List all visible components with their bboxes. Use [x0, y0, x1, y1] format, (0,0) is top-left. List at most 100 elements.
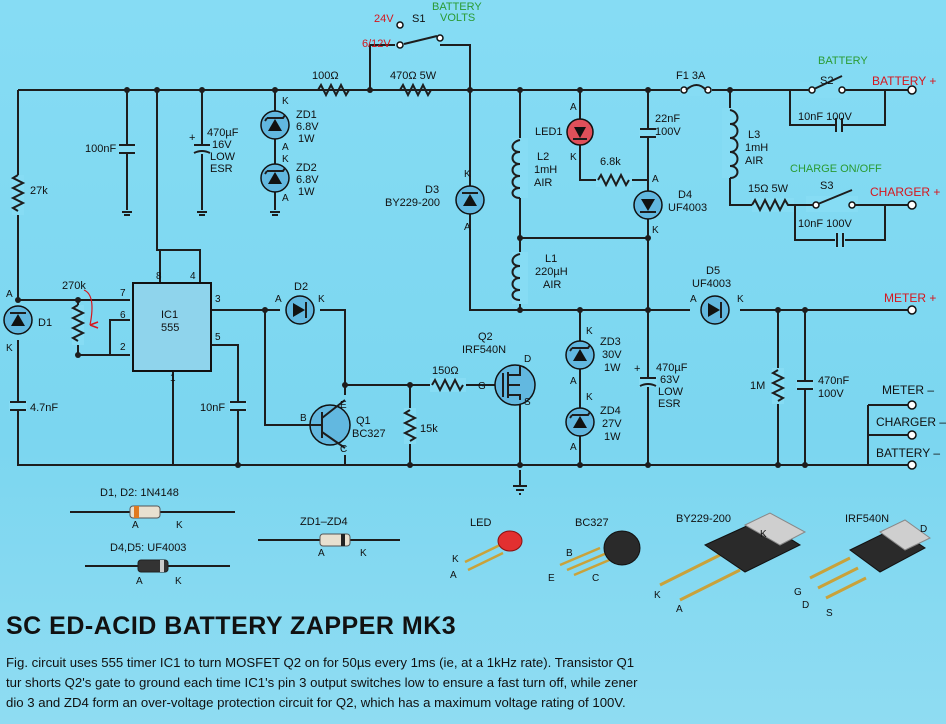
zd2-label: ZD2 — [296, 162, 317, 174]
charge-circuit: 15Ω 5W CHARGE ON/OFF S3 10nF 100V — [748, 163, 882, 248]
svg-text:K: K — [452, 554, 459, 565]
c47n-label: 4.7nF — [30, 402, 58, 414]
charge-title: CHARGE ON/OFF — [790, 163, 882, 175]
d2-label: D2 — [294, 281, 308, 293]
svg-text:K: K — [654, 590, 661, 601]
s2-title: BATTERY — [818, 55, 868, 67]
f1-label: F1 3A — [676, 70, 706, 82]
zd4-label: ZD4 — [600, 405, 621, 417]
svg-text:K: K — [586, 392, 593, 403]
c22n-label: 22nF — [655, 113, 680, 125]
c470n-voltage: 100V — [818, 388, 844, 400]
junctions — [15, 87, 808, 468]
d1-label: D1 — [38, 317, 52, 329]
inductor-l3: L3 1mH AIR — [722, 108, 768, 179]
zd3-watt: 1W — [604, 362, 621, 374]
svg-text:D: D — [802, 600, 809, 611]
svg-text:B: B — [300, 413, 307, 424]
svg-text:A: A — [282, 193, 289, 204]
caption-line-1: Fig. circuit uses 555 timer IC1 to turn … — [6, 655, 635, 670]
r15-label: 15Ω 5W — [748, 183, 789, 195]
svg-text:K: K — [360, 548, 367, 559]
svg-text:C: C — [592, 573, 599, 584]
s1-title2: VOLTS — [440, 12, 475, 24]
zd2-watt: 1W — [298, 186, 315, 198]
terminals: BATTERY + CHARGER + METER + METER – CHAR… — [870, 74, 946, 470]
svg-text:+: + — [634, 363, 640, 375]
s1-label: S1 — [412, 13, 425, 25]
q1-type: BC327 — [352, 428, 386, 440]
svg-text:K: K — [652, 225, 659, 236]
d45-label: D4,D5: UF4003 — [110, 542, 186, 554]
svg-text:B: B — [566, 548, 573, 559]
l2-label: L2 — [537, 151, 549, 163]
l3-value: 1mH — [745, 142, 768, 154]
irf540n-part-label: IRF540N — [845, 513, 889, 525]
svg-text:5: 5 — [215, 332, 221, 343]
d3-type: BY229-200 — [385, 197, 440, 209]
svg-text:A: A — [136, 576, 143, 587]
d3-label: D3 — [425, 184, 439, 196]
c470u-l2: 16V — [212, 139, 232, 151]
svg-text:7: 7 — [120, 288, 126, 299]
zd1-watt: 1W — [298, 133, 315, 145]
l2-air: AIR — [534, 177, 552, 189]
c470-63-l1: 470µF — [656, 362, 688, 374]
d4-type: UF4003 — [668, 202, 707, 214]
svg-text:A: A — [690, 294, 697, 305]
svg-text:A: A — [464, 222, 471, 233]
svg-text:A: A — [6, 289, 13, 300]
meter-minus-label: METER – — [882, 383, 934, 397]
s1-opt1-label: 24V — [374, 13, 394, 25]
svg-text:A: A — [570, 442, 577, 453]
svg-text:G: G — [478, 381, 486, 392]
zd3-label: ZD3 — [600, 336, 621, 348]
s3-label: S3 — [820, 180, 833, 192]
r100-label: 100Ω — [312, 70, 339, 82]
s2-label: S2 — [820, 75, 833, 87]
svg-text:K: K — [464, 169, 471, 180]
q2-type: IRF540N — [462, 344, 506, 356]
s1-title1: BATTERY — [432, 1, 482, 13]
charger-plus-label: CHARGER + — [870, 185, 940, 199]
battery-plus-label: BATTERY + — [872, 74, 936, 88]
svg-text:E: E — [548, 573, 555, 584]
r1m-label: 1M — [750, 380, 765, 392]
r15k-label: 15k — [420, 423, 438, 435]
zd1-label: ZD1 — [296, 109, 317, 121]
svg-text:K: K — [176, 520, 183, 531]
s2-cap-label: 10nF 100V — [798, 111, 852, 123]
resistors-top: 100Ω 470Ω 5W — [312, 70, 437, 98]
svg-text:A: A — [450, 570, 457, 581]
svg-text:K: K — [282, 96, 289, 107]
svg-text:D: D — [524, 354, 531, 365]
zeners-top: K A K A ZD1 6.8V 1W ZD2 6.8V 1W — [260, 96, 319, 216]
svg-text:C: C — [340, 444, 347, 455]
caption-line-3: dio 3 and ZD4 form an over-voltage prote… — [6, 695, 626, 710]
left-components: 100nF + 470µF 16V LOW ESR 27k A K D1 270… — [3, 127, 386, 455]
svg-text:1: 1 — [170, 373, 176, 384]
zd14-label: ZD1–ZD4 — [300, 516, 348, 528]
svg-text:6: 6 — [120, 310, 126, 321]
c470-63-l3: LOW — [658, 386, 684, 398]
svg-text:K: K — [175, 576, 182, 587]
d4-label: D4 — [678, 189, 692, 201]
d5-type: UF4003 — [692, 278, 731, 290]
zd2-voltage: 6.8V — [296, 174, 319, 186]
c470n-label: 470nF — [818, 375, 849, 387]
led-part-label: LED — [470, 517, 491, 529]
c100n-label: 100nF — [85, 143, 116, 155]
svg-text:A: A — [318, 548, 325, 559]
svg-text:S: S — [524, 397, 531, 408]
l2-value: 1mH — [534, 164, 557, 176]
ic1-555 — [132, 282, 212, 372]
q2-label: Q2 — [478, 331, 493, 343]
c470u-l4: ESR — [210, 163, 233, 175]
led1-label: LED1 — [535, 126, 563, 138]
svg-text:A: A — [652, 174, 659, 185]
s3-cap-label: 10nF 100V — [798, 218, 852, 230]
zd3-voltage: 30V — [602, 349, 622, 361]
ic1-label: IC1 — [161, 309, 178, 321]
